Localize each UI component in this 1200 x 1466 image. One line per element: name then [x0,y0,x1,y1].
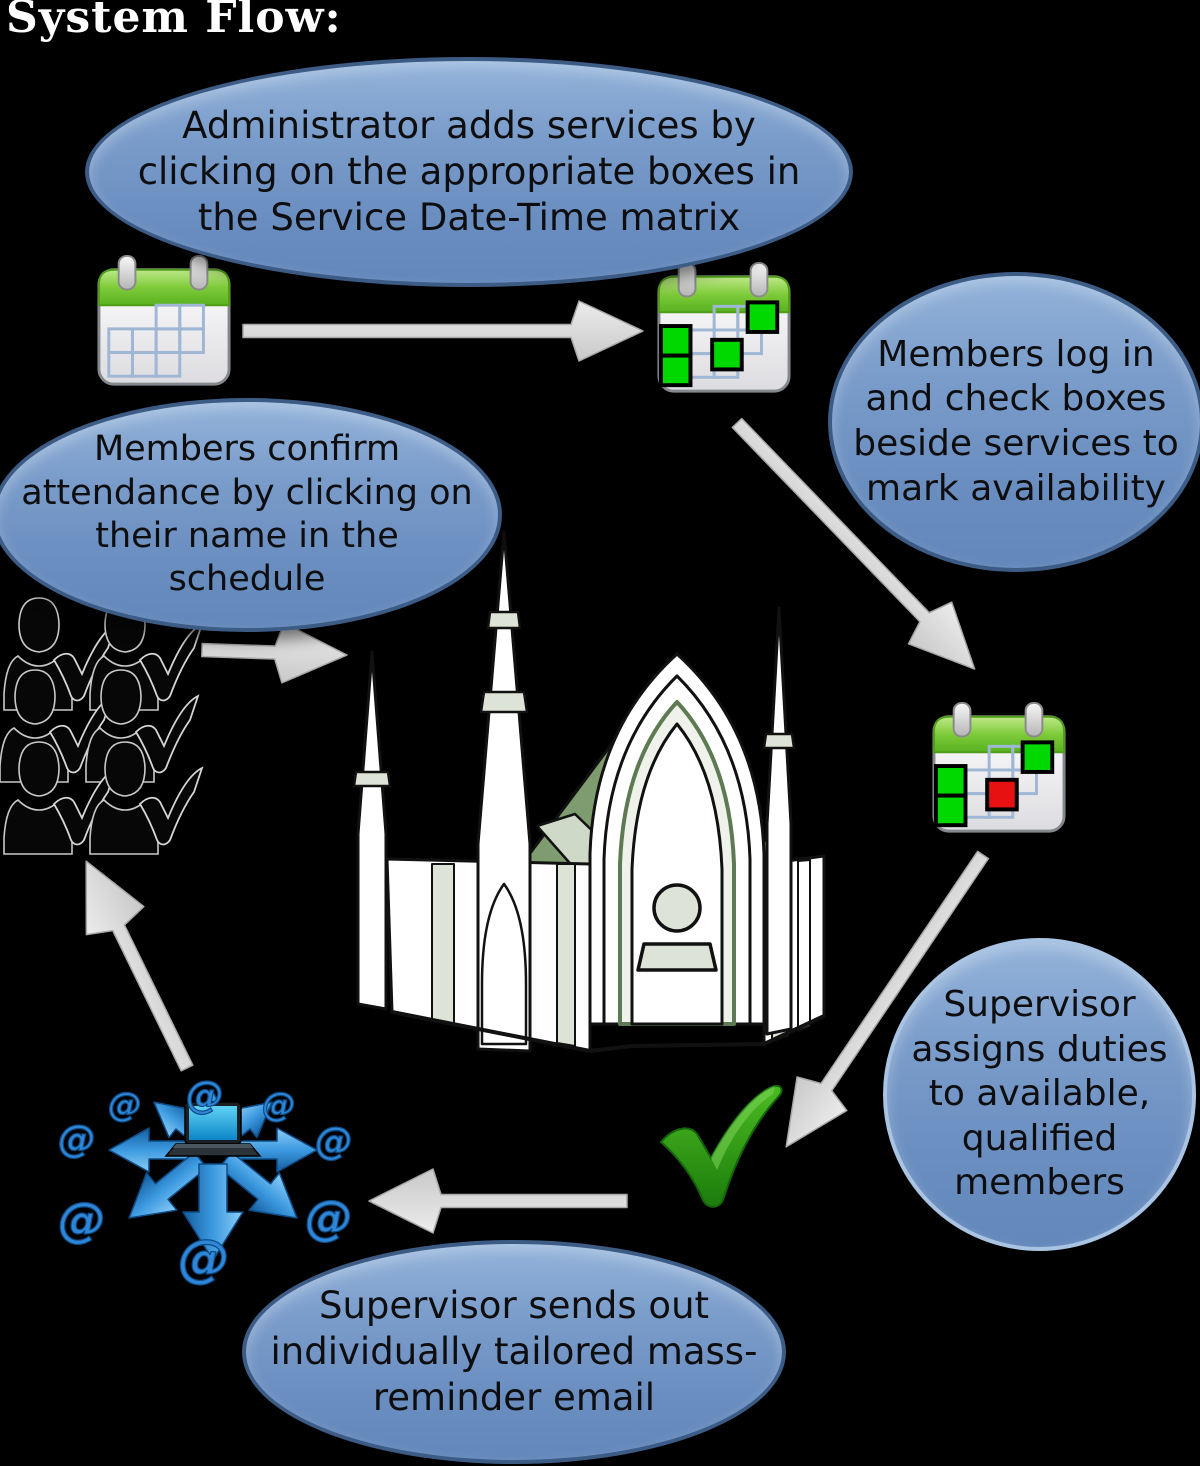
bubble-text: Supervisor sends out individually tailor… [270,1284,758,1419]
at-symbol: @ [58,1117,96,1161]
bubble-text: Members confirm attendance by clicking o… [21,429,473,600]
bubble-supervisor-sends: Supervisor sends out individually tailor… [242,1240,786,1464]
at-symbol: @ [315,1119,353,1163]
arrow-admin-to-services [242,300,644,362]
bubble-text: Administrator adds services by clicking … [137,104,801,239]
bubble-supervisor-assigns: Supervisor assigns duties to available, … [883,938,1196,1251]
church-illustration [352,530,826,1053]
bubble-text: Members log in and check boxes beside se… [853,333,1179,509]
green-checkmark-icon [659,1084,783,1208]
arrow-check-to-email [368,1168,628,1234]
arrow-services-to-availability [731,417,976,670]
calendar-empty-icon [97,254,231,386]
calendar-availability-marked-icon [932,701,1066,833]
page-title: System Flow: [6,0,342,43]
arrow-email-to-members [85,860,194,1072]
at-symbol: @ [186,1073,224,1117]
bubble-members-log-in: Members log in and check boxes beside se… [828,272,1200,572]
arrow-members-to-church [201,622,348,684]
at-symbol: @ [58,1192,106,1248]
bubble-text: Supervisor assigns duties to available, … [911,983,1168,1204]
laptop-icon [164,1101,262,1157]
members-checked-icon [0,597,203,855]
bubble-admin-adds-services: Administrator adds services by clicking … [85,57,853,287]
at-symbol: @ [178,1229,230,1289]
calendar-services-marked-icon [657,261,791,393]
at-symbol: @ [305,1190,353,1246]
arrow-availability-to-assign [785,850,990,1148]
mass-email-broadcast-icon: @ @ @ @ @ @ @ @ [57,1072,353,1289]
bubble-members-confirm: Members confirm attendance by clicking o… [0,398,502,632]
at-symbol: @ [262,1085,296,1125]
at-symbol: @ [108,1085,142,1125]
